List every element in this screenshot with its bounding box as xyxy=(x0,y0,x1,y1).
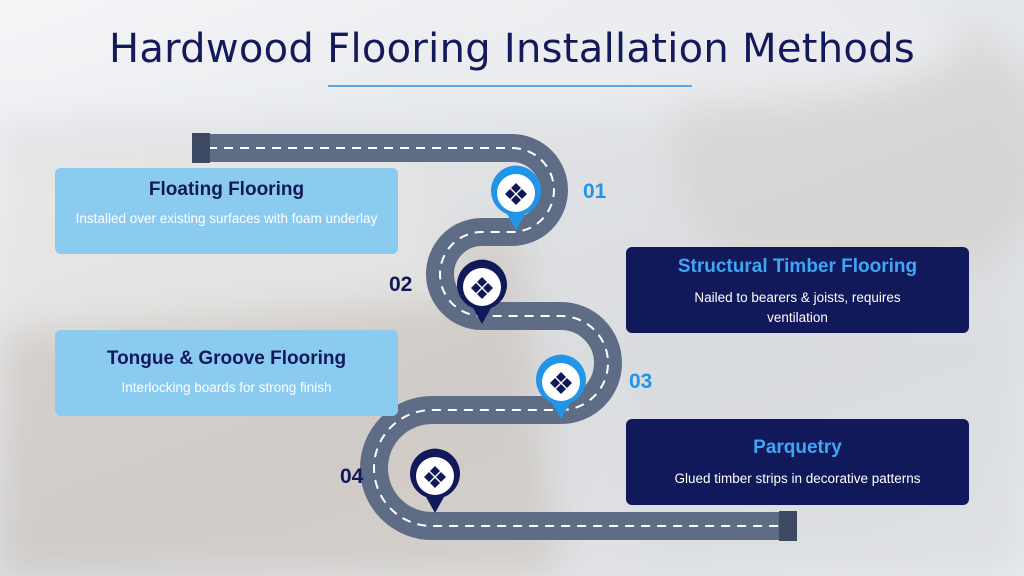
step-4-title: Parquetry xyxy=(753,437,842,458)
step-4-number: 04 xyxy=(340,465,364,488)
step-2-description: Nailed to bearers & joists, requires ven… xyxy=(694,290,901,325)
step-3-pin xyxy=(536,354,586,419)
page-title: Hardwood Flooring Installation Methods xyxy=(108,26,916,72)
step-1-pin xyxy=(491,165,541,230)
step-2-number: 02 xyxy=(389,273,413,296)
step-4-card: Parquetry Glued timber strips in decorat… xyxy=(626,419,969,505)
floor-tiles-icon xyxy=(550,372,572,394)
step-1-title: Floating Flooring xyxy=(148,179,305,200)
step-4-pin xyxy=(410,448,460,513)
step-3-title: Tongue & Groove Flooring xyxy=(106,348,347,369)
floor-tiles-icon xyxy=(424,466,446,488)
step-3-description: Interlocking boards for strong finish xyxy=(121,380,332,395)
step-3-card: Tongue & Groove Flooring Interlocking bo… xyxy=(55,330,398,416)
road-start-cap xyxy=(192,133,210,163)
step-2-title: Structural Timber Flooring xyxy=(677,256,918,277)
floor-tiles-icon xyxy=(505,183,527,205)
step-1-number: 01 xyxy=(583,180,607,203)
step-2-card: Structural Timber Flooring Nailed to bea… xyxy=(626,247,969,333)
step-3-number: 03 xyxy=(629,370,653,393)
title-underline xyxy=(328,85,692,87)
step-2-pin xyxy=(457,259,507,324)
step-4-description: Glued timber strips in decorative patter… xyxy=(674,471,921,486)
step-1-description: Installed over existing surfaces with fo… xyxy=(75,211,378,226)
step-1-card: Floating Flooring Installed over existin… xyxy=(55,168,398,254)
floor-tiles-icon xyxy=(471,277,493,299)
road-end-cap xyxy=(779,511,797,541)
